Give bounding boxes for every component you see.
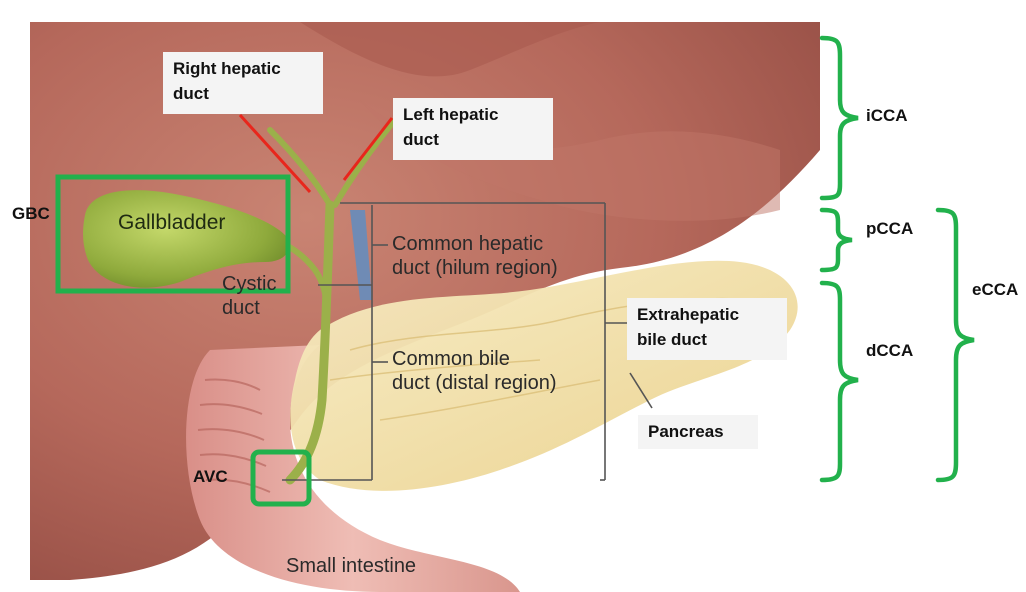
cystic-duct-label: Cystic duct: [222, 272, 276, 320]
dcca-label: dCCA: [866, 339, 913, 363]
dcca-brace: [822, 283, 858, 480]
right-hepatic-duct-label-line-2: duct: [173, 81, 313, 106]
common-hepatic-duct-label-line-1: Common hepatic: [392, 232, 558, 256]
common-bile-duct-label-line-2: duct (distal region): [392, 371, 557, 395]
gallbladder-label: Gallbladder: [118, 211, 225, 235]
common-hepatic-duct-label-line-2: duct (hilum region): [392, 256, 558, 280]
small-intestine-label: Small intestine: [286, 554, 416, 578]
pcca-label: pCCA: [866, 217, 913, 241]
common-bile-duct-label-line-1: Common bile: [392, 347, 557, 371]
icca-brace: [822, 38, 858, 198]
pancreas-label: Pancreas: [638, 415, 758, 449]
right-hepatic-duct-label-line-1: Right hepatic: [173, 56, 313, 81]
extrahepatic-bile-duct-label-line-1: Extrahepatic: [637, 302, 777, 327]
extrahepatic-bile-duct-label-line-2: bile duct: [637, 327, 777, 352]
cystic-duct-label-line-2: duct: [222, 296, 276, 320]
common-hepatic-duct-label: Common hepatic duct (hilum region): [392, 232, 558, 280]
avc-label: AVC: [193, 465, 228, 489]
pcca-brace: [822, 210, 852, 270]
common-bile-duct-label: Common bile duct (distal region): [392, 347, 557, 395]
ecca-label: eCCA: [972, 278, 1018, 302]
icca-label: iCCA: [866, 104, 908, 128]
gbc-label: GBC: [12, 202, 50, 226]
right-hepatic-duct-label: Right hepatic duct: [163, 52, 323, 114]
left-hepatic-duct-label-line-1: Left hepatic: [403, 102, 543, 127]
left-hepatic-duct-label-line-2: duct: [403, 127, 543, 152]
cystic-duct-label-line-1: Cystic: [222, 272, 276, 296]
left-hepatic-duct-label: Left hepatic duct: [393, 98, 553, 160]
extrahepatic-bile-duct-label: Extrahepatic bile duct: [627, 298, 787, 360]
ecca-brace: [938, 210, 974, 480]
